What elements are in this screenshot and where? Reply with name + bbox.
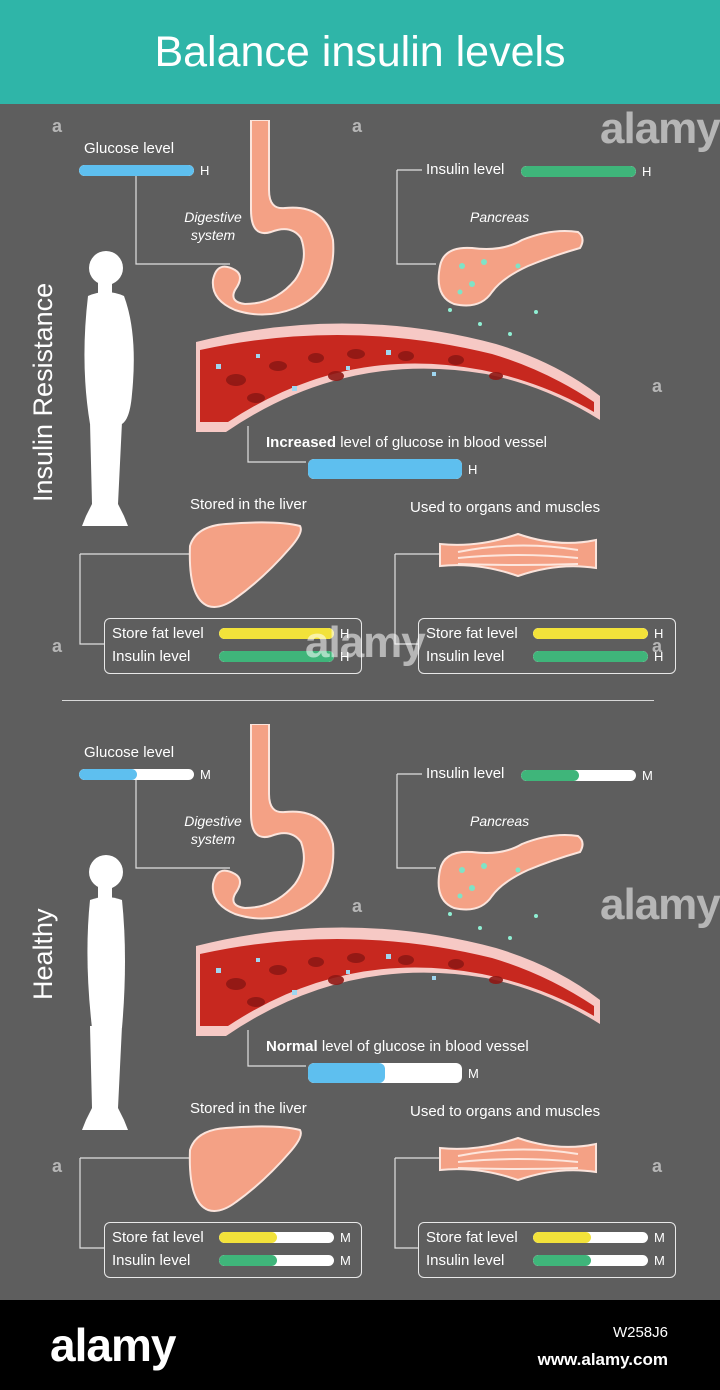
glucose-level-value: H [200, 163, 210, 178]
muscle-levels-box [418, 1222, 676, 1278]
muscle-title: Used to organs and muscles [410, 499, 601, 516]
pancreas-label: Pancreas [470, 813, 530, 829]
muscle-fat-value: M [654, 1230, 665, 1245]
muscle-insulin-label: Insulin level [426, 1252, 505, 1269]
muscle-fat-bar [533, 1232, 648, 1243]
connector-lines [79, 169, 440, 645]
watermark-mark: a [352, 116, 363, 136]
watermark-logo: alamy [600, 104, 720, 153]
glucose-level-value: M [200, 767, 211, 782]
liver-insulin-bar [219, 1255, 334, 1266]
muscle-levels-box [418, 618, 676, 674]
muscle-fat-bar [533, 628, 648, 639]
muscle-icon [439, 1136, 597, 1182]
glucose-level-label: Glucose level [84, 744, 175, 761]
insulin-level-value: H [642, 164, 652, 179]
liver-insulin-value: H [340, 649, 350, 664]
condition-title: Insulin Resistance [28, 282, 58, 502]
muscle-fat-value: H [654, 626, 664, 641]
liver-icon [188, 1125, 302, 1212]
pancreas-icon [437, 834, 584, 911]
insulin-level-label: Insulin level [426, 161, 505, 178]
liver-insulin-bar [219, 651, 334, 662]
insulin-level-bar [521, 166, 636, 177]
watermark-mark: a [652, 636, 663, 656]
glucose-level-bar [79, 165, 194, 176]
liver-fat-value: M [340, 1230, 351, 1245]
glucose-level-label: Glucose level [84, 140, 175, 157]
pancreas-label: Pancreas [470, 209, 530, 225]
vessel-caption: Increased level of glucose in blood vess… [266, 434, 548, 451]
vessel-glucose-bar [308, 1063, 462, 1083]
muscle-icon [439, 532, 597, 578]
muscle-insulin-bar [533, 1255, 648, 1266]
blood-vessel-icon [196, 323, 600, 432]
digestive-system-label: Digestive system [184, 209, 242, 243]
watermark-logo: alamy [305, 618, 426, 667]
vessel-glucose-bar [308, 459, 462, 479]
glucose-level-bar [79, 769, 194, 780]
insulin-level-label: Insulin level [426, 765, 505, 782]
muscle-fat-label: Store fat level [426, 1229, 518, 1246]
footer-logo: alamy [50, 1319, 176, 1371]
muscle-fat-label: Store fat level [426, 625, 518, 642]
muscle-insulin-label: Insulin level [426, 648, 505, 665]
muscle-insulin-value: H [654, 649, 664, 664]
insulin-level-bar [521, 770, 636, 781]
condition-title: Healthy [28, 908, 58, 1000]
panel-divider [62, 700, 654, 701]
muscle-title: Used to organs and muscles [410, 1103, 601, 1120]
connector-lines [79, 773, 440, 1249]
person-silhouette-icon [82, 855, 128, 1130]
stomach-icon [211, 724, 335, 920]
liver-fat-label: Store fat level [112, 1229, 204, 1246]
footer-bar: alamy W258J6 www.alamy.com [0, 1300, 720, 1390]
person-silhouette-icon [82, 251, 134, 526]
muscle-insulin-value: M [654, 1253, 665, 1268]
liver-fat-bar [219, 1232, 334, 1243]
vessel-caption: Normal level of glucose in blood vessel [266, 1038, 529, 1055]
footer-image-id: W258J6 [612, 1324, 668, 1341]
liver-title: Stored in the liver [190, 496, 307, 513]
liver-icon [188, 521, 302, 608]
liver-insulin-label: Insulin level [112, 648, 191, 665]
liver-fat-value: H [340, 626, 350, 641]
liver-levels-box [104, 1222, 362, 1278]
liver-levels-box [104, 618, 362, 674]
liver-fat-label: Store fat level [112, 625, 204, 642]
digestive-system-label: Digestive system [184, 813, 242, 847]
stomach-icon [211, 120, 335, 316]
liver-insulin-value: M [340, 1253, 351, 1268]
insulin-level-value: M [642, 768, 653, 783]
panel-healthy: Healthy Glucose level M Digestive system… [0, 708, 720, 1308]
page-title: Balance insulin levels [154, 28, 566, 76]
watermark-mark: a [352, 896, 363, 916]
watermark-logo: alamy [600, 880, 720, 929]
liver-title: Stored in the liver [190, 1100, 307, 1117]
vessel-glucose-value: M [468, 1066, 479, 1081]
blood-vessel-icon [196, 927, 600, 1036]
vessel-glucose-value: H [468, 462, 478, 477]
watermark-mark: a [52, 636, 63, 656]
watermark-mark: a [652, 376, 663, 396]
watermark-mark: a [52, 1156, 63, 1176]
muscle-insulin-bar [533, 651, 648, 662]
footer-url: www.alamy.com [537, 1350, 668, 1369]
panel-insulin-resistance: Insulin Resistance Glucose level H Diges… [0, 104, 720, 704]
liver-fat-bar [219, 628, 334, 639]
watermark-mark: a [652, 1156, 663, 1176]
header-banner: Balance insulin levels [0, 0, 720, 104]
liver-insulin-label: Insulin level [112, 1252, 191, 1269]
watermark-mark: a [52, 116, 63, 136]
pancreas-icon [437, 230, 584, 307]
